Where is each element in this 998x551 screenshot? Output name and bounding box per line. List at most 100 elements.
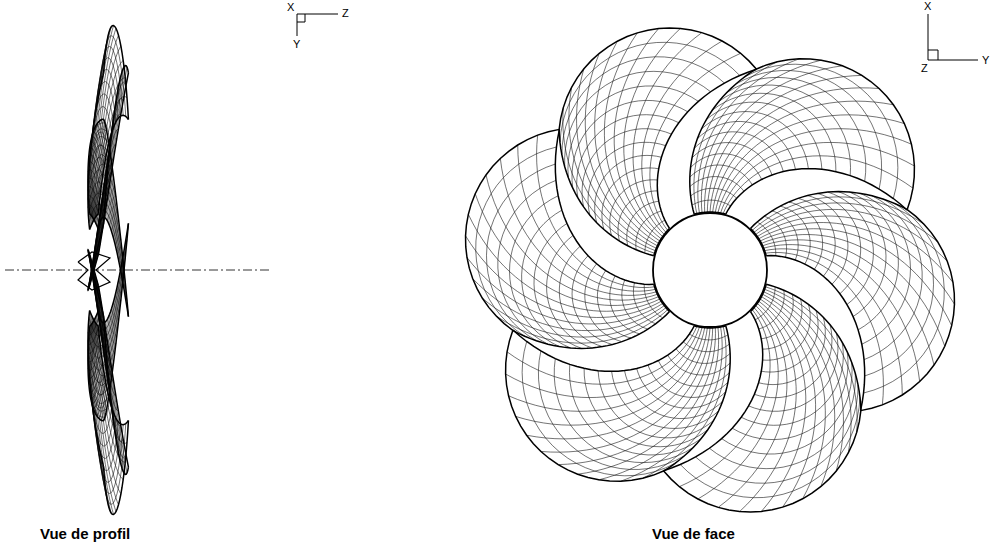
hub-profile — [78, 252, 110, 290]
axis-line — [297, 14, 298, 36]
mesh-line — [648, 365, 728, 397]
mesh-line — [741, 342, 843, 425]
blade-mesh — [88, 119, 128, 316]
mesh-line — [506, 327, 700, 398]
mesh-line — [754, 203, 937, 242]
mesh-line — [627, 201, 659, 246]
axis-triad — [297, 14, 338, 36]
mesh-line — [621, 327, 722, 481]
front-view — [466, 28, 955, 512]
mesh-line — [95, 300, 120, 357]
mesh-line — [98, 73, 128, 254]
mesh-line — [701, 112, 808, 169]
mesh-line — [467, 257, 663, 323]
mesh-line — [721, 142, 915, 213]
mesh-line — [818, 193, 861, 293]
mesh-line — [498, 180, 556, 344]
mesh-line — [692, 143, 772, 175]
mesh-line — [760, 229, 951, 326]
mesh-line — [764, 292, 844, 471]
mesh-line — [657, 69, 756, 228]
mesh-line — [578, 328, 716, 474]
mesh-line — [569, 364, 701, 455]
mesh-line — [732, 352, 848, 440]
mesh-line — [599, 327, 719, 479]
mesh-line — [849, 192, 898, 330]
mesh-line — [727, 77, 866, 181]
mesh-line — [864, 204, 945, 393]
axis-line — [928, 14, 929, 60]
mesh-line — [719, 85, 851, 176]
view-title: Vue de profil — [40, 526, 130, 541]
mesh-line — [762, 235, 945, 347]
mesh-line — [762, 297, 826, 499]
mesh-line — [595, 155, 662, 222]
mesh-line — [98, 217, 128, 316]
mesh-line — [98, 286, 128, 467]
mesh-line — [614, 29, 661, 239]
mesh-line — [500, 158, 656, 295]
mesh-line — [691, 154, 762, 180]
mesh-line — [99, 122, 124, 285]
mesh-line — [756, 59, 914, 210]
mesh-line — [572, 100, 688, 188]
mesh-line — [763, 294, 835, 486]
mesh-line — [475, 194, 658, 306]
mesh-line — [559, 130, 654, 256]
mesh-line — [509, 327, 702, 411]
mesh-line — [569, 87, 655, 251]
axis-corner — [928, 50, 938, 60]
mesh-line — [507, 326, 697, 384]
mesh-line — [765, 289, 851, 453]
mesh-line — [861, 209, 955, 410]
axis-label: Y — [293, 39, 300, 50]
mesh-line — [577, 69, 657, 248]
mesh-line — [554, 359, 693, 463]
mesh-line — [698, 59, 799, 213]
mesh-line — [612, 371, 719, 428]
axis-label: Y — [982, 55, 989, 66]
hub-circle — [653, 213, 767, 327]
mesh-line — [764, 245, 920, 382]
mesh-line — [864, 196, 922, 360]
mesh-line — [637, 368, 726, 408]
mesh-line — [723, 156, 913, 214]
mesh-line — [482, 298, 665, 337]
mesh-line — [759, 301, 806, 511]
mesh-line — [585, 53, 657, 245]
blade-mesh — [506, 326, 731, 481]
mesh-line — [752, 197, 924, 230]
mesh-line — [534, 223, 582, 348]
axis-label: X — [924, 1, 931, 12]
mesh-line — [694, 132, 783, 172]
mesh-line — [473, 279, 665, 331]
mesh-line — [690, 69, 756, 214]
mesh-line — [537, 135, 655, 287]
axis-label: Z — [921, 63, 928, 74]
mesh-line — [468, 214, 659, 311]
mesh-line — [563, 108, 655, 254]
axis-label: Z — [342, 8, 349, 19]
mesh-line — [664, 326, 730, 471]
mesh-line — [761, 294, 793, 339]
mesh-line — [766, 287, 858, 433]
mesh-line — [759, 317, 826, 384]
mesh-line — [756, 209, 948, 261]
mesh-line — [90, 129, 107, 215]
axis-line — [928, 60, 978, 61]
mesh-line — [496, 310, 668, 343]
mesh-line — [798, 198, 835, 276]
mesh-line — [90, 325, 107, 411]
mesh-line — [506, 330, 664, 481]
mesh-line — [577, 115, 679, 198]
mesh-line — [706, 102, 822, 169]
mesh-line — [861, 193, 911, 344]
mesh-line — [838, 192, 886, 317]
mesh-line — [701, 60, 821, 212]
mesh-line — [650, 53, 741, 230]
mesh-line — [486, 164, 555, 341]
mesh-line — [560, 42, 740, 142]
mesh-line — [466, 129, 560, 330]
